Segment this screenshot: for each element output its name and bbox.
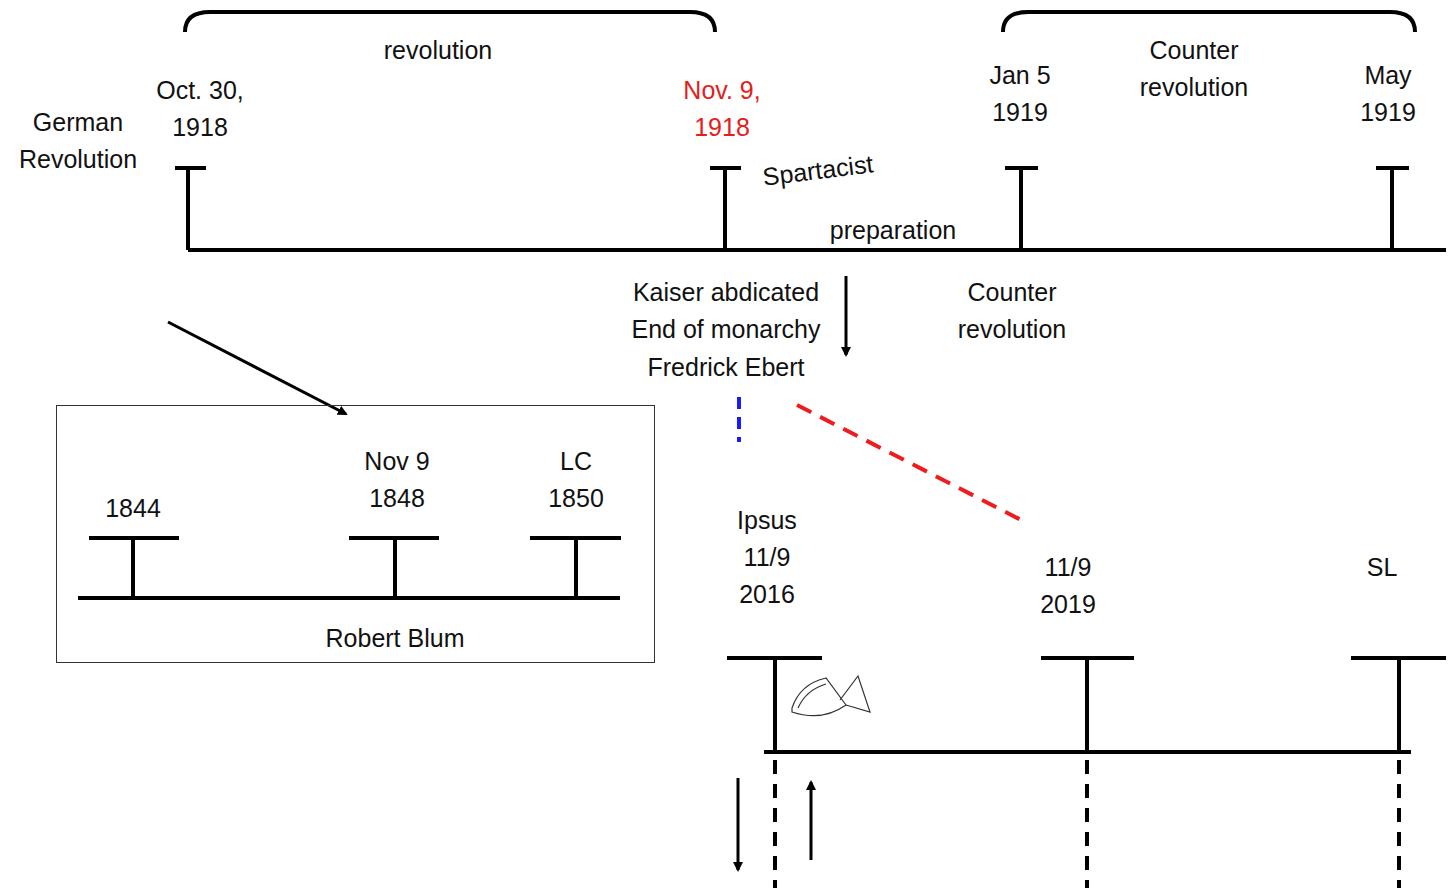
dashed-link	[797, 405, 1027, 523]
timeline-label: Counter revolution	[1129, 32, 1259, 106]
bell-sketch	[792, 676, 870, 716]
tick	[1376, 168, 1409, 250]
date-label: 1844	[88, 490, 178, 527]
date-label: Robert Blum	[285, 620, 505, 657]
timeline-label: SL	[1352, 549, 1412, 586]
timeline-label: revolution	[358, 32, 518, 69]
pointer-arrow	[845, 276, 848, 355]
tick	[175, 168, 206, 250]
tick	[89, 538, 179, 598]
brace	[1003, 12, 1415, 32]
tick	[1005, 168, 1038, 250]
timeline-label: Fredrick Ebert	[611, 349, 841, 386]
timeline-label: preparation	[813, 212, 973, 249]
brace	[185, 12, 715, 32]
tick	[530, 538, 621, 598]
tick	[349, 538, 439, 598]
timeline-label: Ipsus 11/9 2016	[730, 502, 805, 613]
inset-box: 1844 Nov 9 1848 LC 1850Robert Blum	[56, 405, 655, 663]
timeline-label: German Revolution	[13, 104, 143, 178]
timeline-label: Kaiser abdicated	[611, 274, 841, 311]
timeline-label: 11/9 2019	[1031, 549, 1106, 623]
timeline-label: Oct. 30, 1918	[145, 72, 255, 146]
timeline-axis	[78, 596, 620, 600]
dashed-link	[737, 397, 741, 442]
timeline-label: End of monarchy	[611, 311, 841, 348]
dashed-line	[1397, 760, 1401, 888]
timeline-axis	[188, 248, 1446, 252]
timeline-label: Spartacist	[746, 144, 889, 198]
timeline-label: Counter revolution	[947, 274, 1077, 348]
timeline-label: Nov. 9, 1918	[672, 72, 772, 146]
tick	[1351, 658, 1446, 752]
date-label: Nov 9 1848	[352, 443, 442, 517]
dashed-line	[1085, 760, 1089, 888]
tick	[727, 658, 822, 752]
tick	[710, 168, 741, 250]
pointer-arrow	[737, 778, 740, 870]
timeline-label: May 1919	[1348, 57, 1428, 131]
tick	[1041, 658, 1134, 752]
pointer-arrow	[810, 782, 813, 860]
timeline-label: Jan 5 1919	[978, 57, 1063, 131]
date-label: LC 1850	[541, 443, 611, 517]
pointer-arrow	[168, 322, 346, 414]
dashed-line	[773, 760, 777, 888]
